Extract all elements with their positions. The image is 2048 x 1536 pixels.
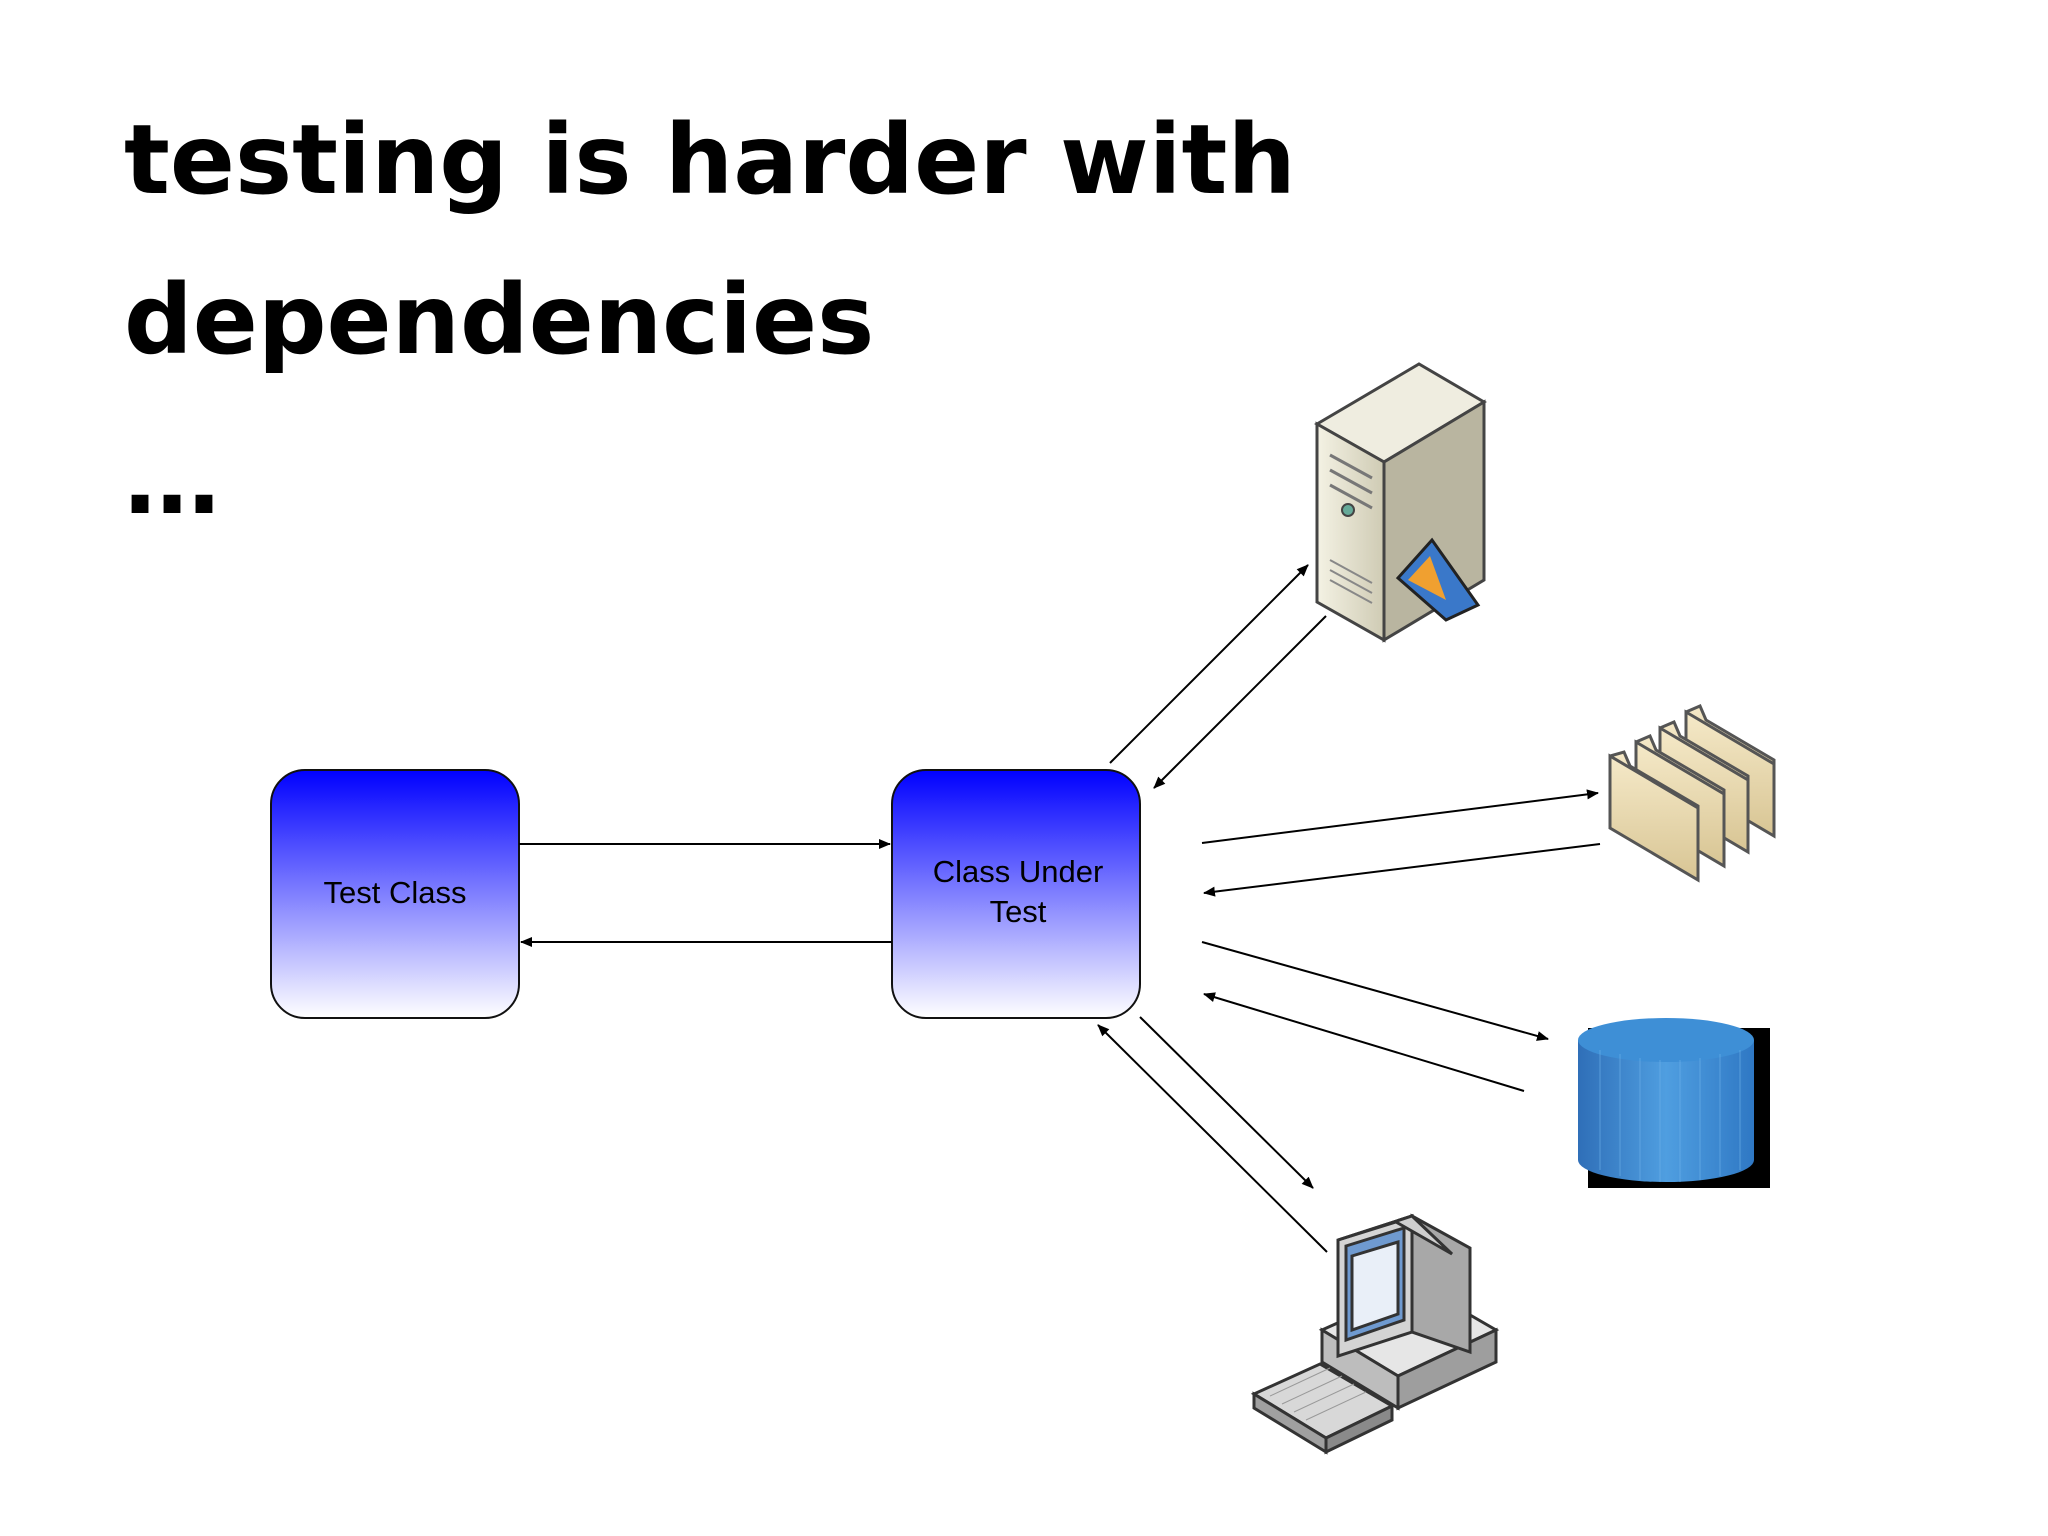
arrow-cut-to-database — [1201, 941, 1549, 1041]
workstation-icon — [1250, 1213, 1500, 1455]
arrows — [519, 564, 1601, 1253]
test-class-node: Test Class — [270, 769, 520, 1019]
arrow-cut-to-server — [1109, 564, 1309, 764]
database-icon — [1578, 1018, 1770, 1188]
test-class-label: Test Class — [324, 875, 467, 910]
class-under-test-label-line1: Class Under — [933, 854, 1104, 889]
arrow-folders-to-cut — [1203, 843, 1601, 897]
arrow-cut-to-workstation — [1139, 1016, 1314, 1189]
class-under-test-label-line2: Test — [990, 894, 1047, 929]
arrow-server-to-cut — [1153, 615, 1327, 789]
arrow-workstation-to-cut — [1097, 1024, 1328, 1253]
folders-icon — [1608, 704, 1776, 883]
arrow-database-to-cut — [1203, 992, 1525, 1092]
arrow-cut-to-folders — [1201, 789, 1599, 844]
slide-title: testing is harder with dependencies … — [124, 104, 1296, 536]
server-icon — [1314, 362, 1487, 643]
class-under-test-node: Class Under Test — [891, 769, 1141, 1019]
